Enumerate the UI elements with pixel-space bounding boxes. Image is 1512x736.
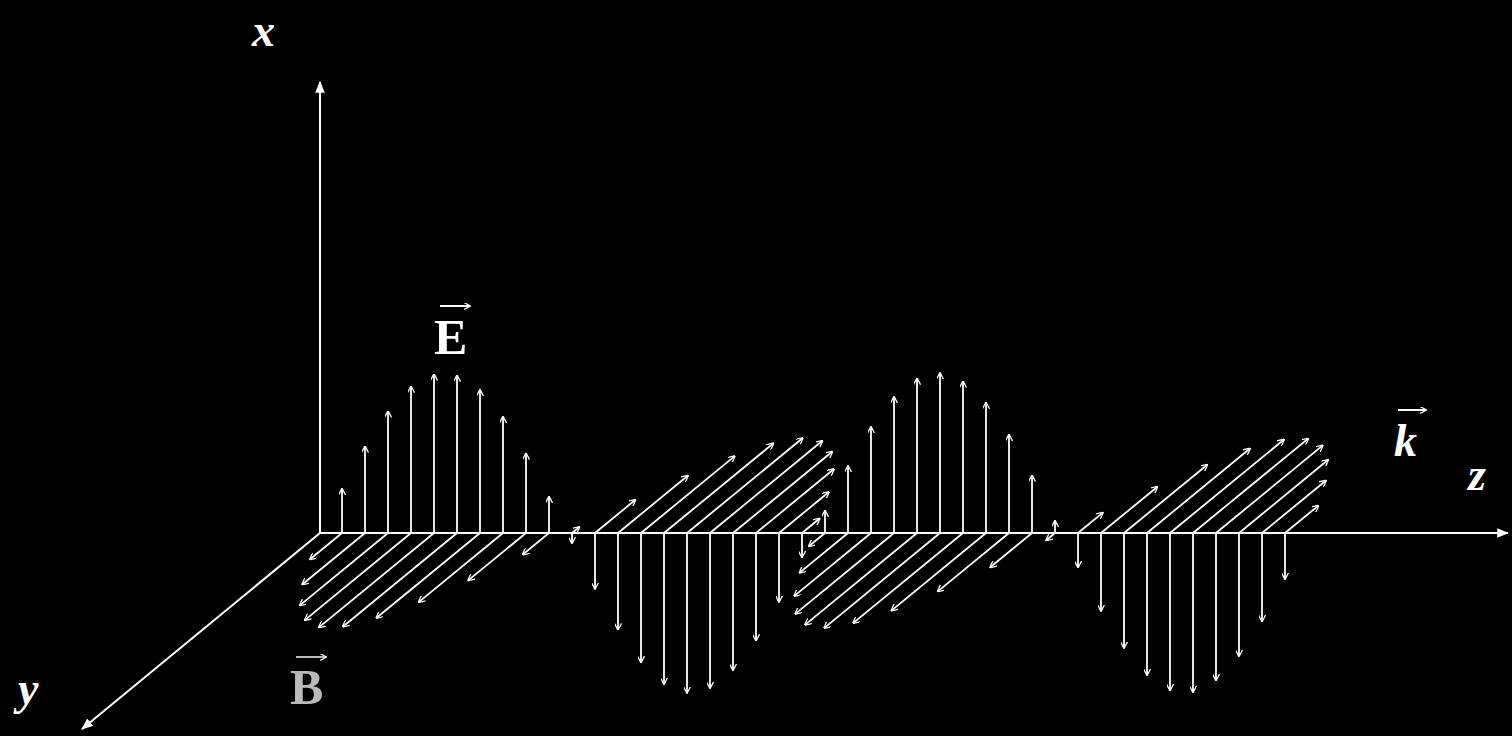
field-label: B xyxy=(290,662,323,712)
e-field-arrow xyxy=(1077,533,1079,567)
e-field-arrow xyxy=(916,378,918,533)
b-field-arrow xyxy=(733,452,832,534)
b-field-arrow xyxy=(805,533,917,625)
b-field-arrow xyxy=(938,533,1009,591)
b-field-arrow xyxy=(618,476,688,534)
b-field-arrow xyxy=(990,533,1032,567)
e-field-arrow xyxy=(663,533,665,684)
axes xyxy=(82,82,1508,729)
b-field-arrow xyxy=(853,533,963,623)
b-field-arrow xyxy=(572,527,579,533)
b-field-arrow xyxy=(794,533,871,596)
e-field-arrow xyxy=(525,453,527,533)
b-field-arrow xyxy=(824,533,940,628)
e-field-arrow xyxy=(801,533,803,557)
e-field-arrow xyxy=(824,511,826,533)
e-field-arrow xyxy=(456,375,458,533)
e-field-arrow xyxy=(962,381,964,533)
b-field-arrow xyxy=(779,492,829,533)
e-field-arrow xyxy=(548,497,550,533)
vector-arrows xyxy=(296,306,1426,657)
b-field-arrow xyxy=(300,533,388,605)
e-field-arrow xyxy=(387,411,389,533)
e-field-arrow xyxy=(479,390,481,533)
e-field-arrow xyxy=(640,533,642,662)
e-field-arrow xyxy=(847,466,849,533)
b-field-arrow xyxy=(1239,460,1328,533)
e-field-arrow xyxy=(686,533,688,693)
b-field-arrow xyxy=(1078,513,1103,533)
e-field-arrow xyxy=(870,427,872,533)
b-field-arrow xyxy=(343,533,457,627)
e-field-arrow xyxy=(594,533,596,589)
e-field-arrow xyxy=(1008,435,1010,533)
e-field-arrow xyxy=(341,489,343,533)
b-field-arrow xyxy=(710,441,822,533)
e-field-arrow xyxy=(1100,533,1102,611)
b-field-arrow xyxy=(1193,439,1308,534)
e-field-arrow xyxy=(502,417,504,533)
e-field-arrow xyxy=(617,533,619,630)
e-field-arrow xyxy=(778,533,780,602)
e-field-arrow xyxy=(1123,533,1125,648)
e-field-arrow xyxy=(364,446,366,533)
e-field-arrow xyxy=(755,533,757,641)
b-field-arrow xyxy=(1124,465,1207,533)
field-label: E xyxy=(434,312,467,362)
e-field-arrow xyxy=(939,373,941,533)
b-field-arrow xyxy=(756,469,834,533)
e-field-arrow xyxy=(410,387,412,534)
e-field-arrow xyxy=(1192,533,1194,692)
b-field-arrow xyxy=(641,456,735,533)
e-field-arrow xyxy=(1215,533,1217,680)
wave-vector-label: k xyxy=(1394,418,1417,464)
axis-label: y xyxy=(18,666,38,712)
field-vectors xyxy=(300,373,1328,693)
axis-label: x xyxy=(252,8,275,54)
e-field-arrow xyxy=(1284,533,1286,579)
e-field-arrow xyxy=(1169,533,1171,690)
b-field-arrow xyxy=(523,533,549,555)
e-field-arrow xyxy=(1031,475,1033,533)
e-field-arrow xyxy=(571,533,573,543)
e-field-arrow xyxy=(1261,533,1263,621)
e-field-arrow xyxy=(1054,521,1056,533)
b-field-arrow xyxy=(1147,449,1250,534)
e-field-arrow xyxy=(709,533,711,688)
e-field-arrow xyxy=(893,397,895,533)
b-field-arrow xyxy=(468,533,526,580)
e-field-arrow xyxy=(1238,533,1240,656)
b-field-arrow xyxy=(1216,445,1323,533)
b-field-arrow xyxy=(687,438,803,533)
e-field-arrow xyxy=(985,403,987,534)
b-field-arrow xyxy=(319,533,434,627)
b-field-arrow xyxy=(1170,440,1284,534)
b-field-arrow xyxy=(595,500,635,533)
b-field-arrow xyxy=(419,533,503,602)
b-field-arrow xyxy=(802,519,820,534)
b-field-arrow xyxy=(1101,487,1158,533)
b-field-arrow xyxy=(1046,533,1055,540)
b-field-arrow xyxy=(809,533,825,546)
b-field-arrow xyxy=(664,443,773,533)
b-field-arrow xyxy=(1285,506,1318,533)
axis-label: z xyxy=(1468,452,1486,498)
b-field-arrow xyxy=(1262,481,1326,534)
b-field-arrow xyxy=(891,533,986,611)
b-field-arrow xyxy=(305,533,411,620)
e-field-arrow xyxy=(1146,533,1148,675)
b-field-arrow xyxy=(799,533,848,573)
e-field-arrow xyxy=(433,374,435,533)
b-field-arrow xyxy=(376,533,480,618)
e-field-arrow xyxy=(732,533,734,670)
